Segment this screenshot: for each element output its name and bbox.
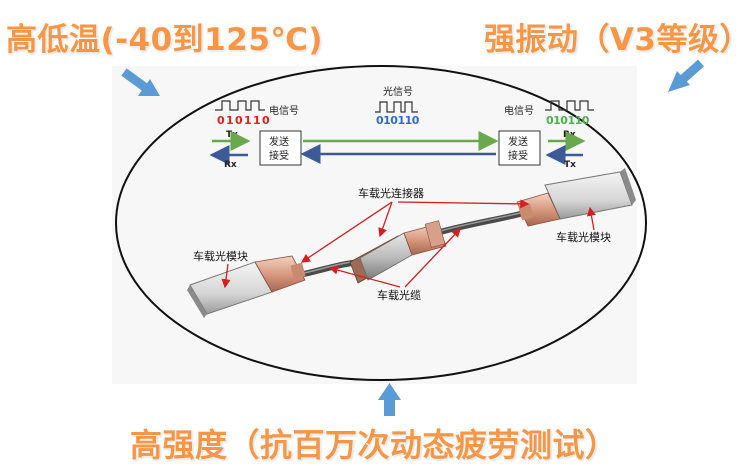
arrow-from-vibration-icon <box>668 59 704 92</box>
left-bit-3: 1 <box>244 114 252 127</box>
right-module-callout <box>586 206 596 231</box>
connector-callout-2 <box>378 201 393 238</box>
center-signal-label: 光信号 <box>383 85 413 98</box>
environment-ellipse <box>115 65 647 381</box>
left-transceiver-box <box>259 130 302 166</box>
right-signal-label: 电信号 <box>504 104 534 117</box>
left-rx-label: Rx <box>224 160 237 170</box>
cable-callout-2 <box>404 228 461 288</box>
right-transceiver-send: 发送 <box>508 135 528 148</box>
right-module-label: 车载光模块 <box>556 230 611 244</box>
left-bit-1: 1 <box>226 114 234 127</box>
connector-callout-3 <box>397 199 530 209</box>
heading-strength: 高强度（抗百万次动态疲劳测试） <box>130 426 618 464</box>
center-bits: 010110 <box>376 114 420 127</box>
left-module-callout <box>221 263 231 289</box>
left-bit-5: 0 <box>262 114 270 127</box>
optical-connector-illustration <box>349 220 447 284</box>
connector-callout-1 <box>300 201 393 263</box>
left-module-label: 车载光模块 <box>193 249 248 263</box>
right-transceiver-box <box>498 130 541 166</box>
cable-label: 车载光缆 <box>377 288 421 302</box>
right-tx-label: Tx <box>564 160 576 170</box>
left-bit-0: 0 <box>217 114 225 127</box>
heading-vibration: 强振动（V3等级） <box>483 22 751 58</box>
right-bits: 010110 <box>546 114 590 127</box>
heading-temperature: 高低温(-40到125℃) <box>6 22 324 58</box>
left-bit-2: 0 <box>235 114 243 127</box>
image-background <box>112 66 637 384</box>
left-tx-label: Tx <box>226 130 238 140</box>
connector-label: 车载光连接器 <box>358 186 424 200</box>
right-electrical-waveform <box>545 100 594 111</box>
left-optical-module-illustration <box>187 255 306 318</box>
right-rx-label: Rx <box>563 130 576 140</box>
cable-callout-1 <box>328 265 401 288</box>
left-bit-4: 1 <box>253 114 261 127</box>
right-transceiver-receive: 接受 <box>508 149 528 162</box>
left-transceiver-receive: 接受 <box>269 149 289 162</box>
left-electrical-waveform <box>215 100 265 111</box>
left-signal-label: 电信号 <box>269 104 299 117</box>
center-optical-waveform <box>375 101 418 113</box>
left-transceiver-send: 发送 <box>269 135 289 148</box>
arrow-from-temperature-icon <box>121 68 160 96</box>
arrow-from-strength-icon <box>378 383 401 416</box>
